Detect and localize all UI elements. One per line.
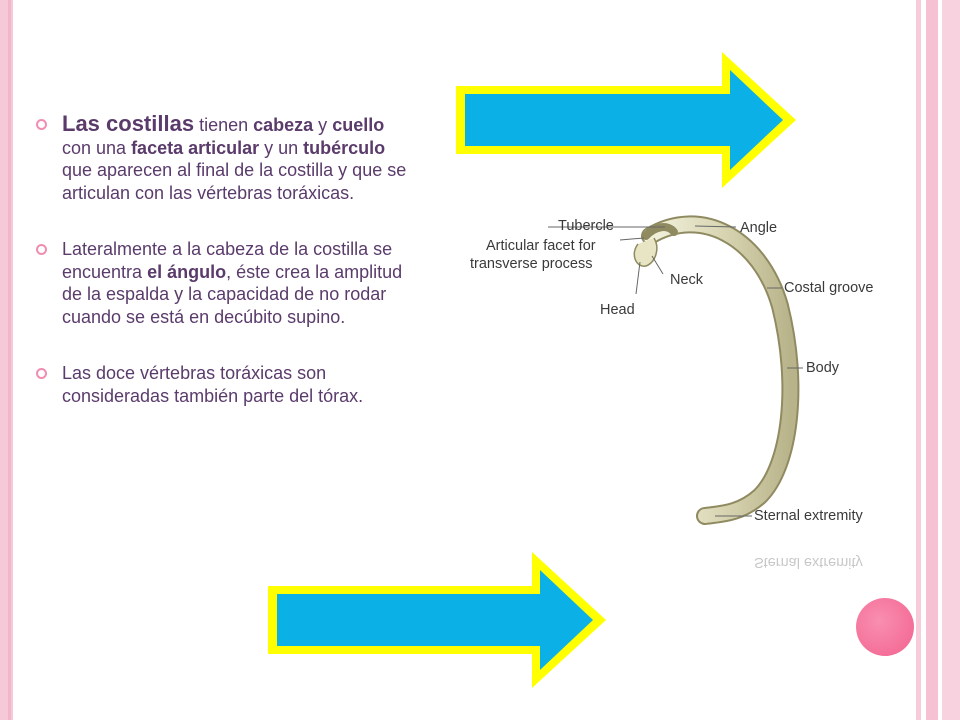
right-arrow-icon	[456, 52, 796, 188]
bullet-item-angle: Lateralmente a la cabeza de la costilla …	[36, 238, 408, 328]
label-articular-facet-1: Articular facet for	[486, 238, 596, 254]
term-faceta-articular: faceta articular	[131, 137, 260, 158]
pink-circle-decoration	[856, 598, 914, 656]
label-angle: Angle	[740, 220, 778, 236]
label-sternal-extremity: Sternal extremity	[754, 508, 863, 524]
bullet-item-vertebrae: Las doce vértebras toráxicas son conside…	[36, 362, 408, 407]
term-cabeza: cabeza	[253, 115, 314, 135]
label-neck: Neck	[670, 272, 704, 288]
label-reflection: Sternal extremity	[754, 554, 863, 570]
bullet-ring-icon	[36, 119, 47, 130]
bullet-ring-icon	[36, 368, 47, 379]
term-el-angulo: el ángulo	[147, 261, 227, 282]
rib-bone-illustration	[548, 215, 803, 525]
right-arrow-icon	[268, 552, 606, 688]
term-las-costillas: Las costillas	[62, 111, 195, 136]
left-border	[0, 0, 16, 720]
rib-diagram: Tubercle Angle Articular facet for trans…	[460, 196, 900, 616]
bullet-list: Las costillas tienen cabeza y cuello con…	[36, 111, 408, 441]
bullet-ring-icon	[36, 244, 47, 255]
label-tubercle: Tubercle	[558, 218, 614, 234]
label-head: Head	[600, 302, 635, 318]
term-cuello: cuello	[332, 115, 385, 135]
right-border	[916, 0, 960, 720]
term-tuberculo: tubérculo	[303, 137, 386, 158]
label-body: Body	[806, 360, 840, 376]
label-articular-facet-2: transverse process	[470, 256, 593, 272]
label-costal-groove: Costal groove	[784, 280, 874, 296]
bullet-item-ribs: Las costillas tienen cabeza y cuello con…	[36, 111, 408, 204]
